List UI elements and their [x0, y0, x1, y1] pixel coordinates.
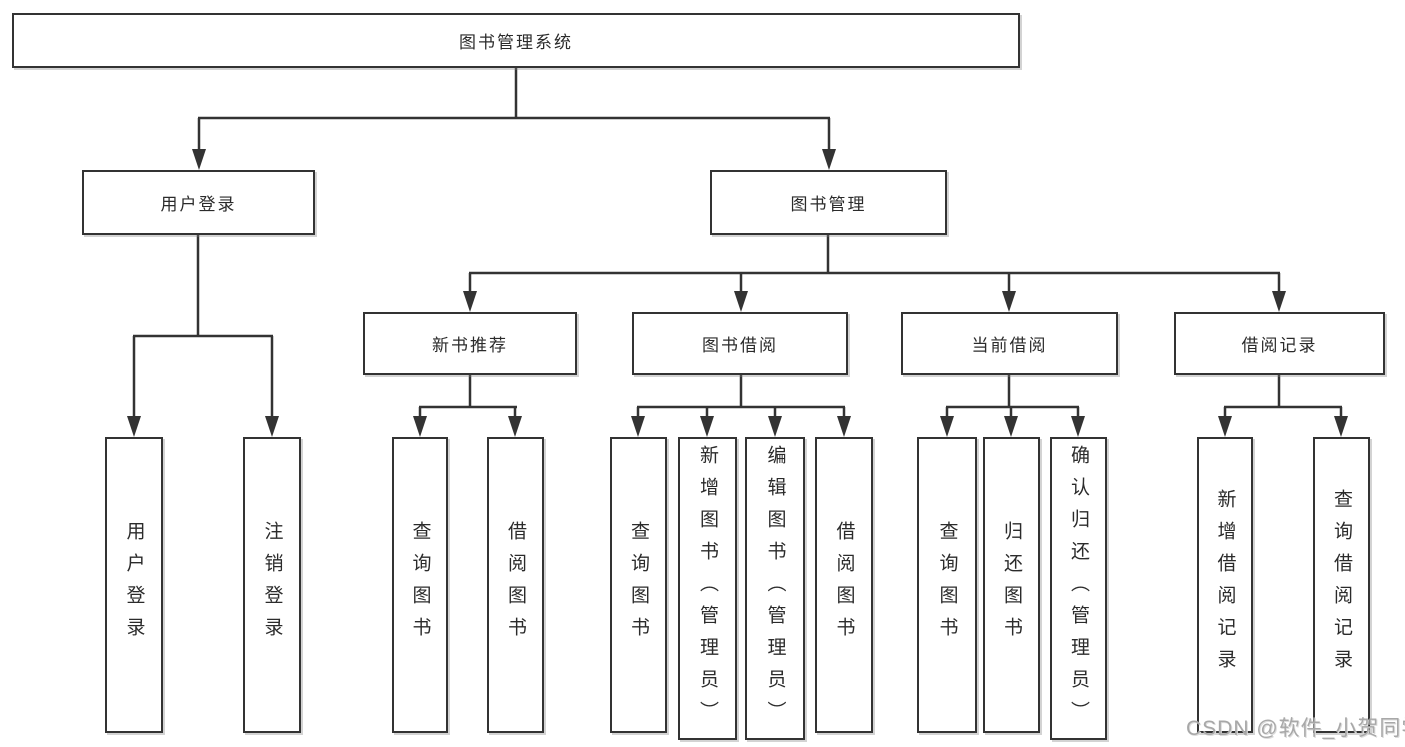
arrowhead-down-icon	[1071, 416, 1085, 437]
connector-borrow-records	[1218, 375, 1348, 437]
node-label: 借阅图书	[833, 521, 855, 649]
node-label: 新书推荐	[432, 336, 508, 355]
node-label: 用户登录	[123, 521, 145, 649]
node-label: 注销登录	[261, 521, 283, 649]
node-label: 查询图书	[409, 521, 431, 649]
node-label: 查询借阅记录	[1331, 489, 1352, 681]
node-borrow-records: 借阅记录	[1174, 312, 1385, 375]
arrowhead-down-icon	[700, 416, 714, 437]
arrowhead-down-icon	[1334, 416, 1348, 437]
arrowhead-down-icon	[192, 149, 206, 170]
arrowhead-down-icon	[127, 416, 141, 437]
connector-new-book-recommend	[413, 375, 522, 437]
connector-current-borrow	[940, 375, 1085, 437]
arrowhead-down-icon	[940, 416, 954, 437]
node-label: 查询图书	[628, 521, 649, 649]
csdn-watermark: CSDN @软件_小贺同学	[1186, 717, 1405, 740]
arrowhead-down-icon	[1002, 291, 1016, 312]
node-book-management: 图书管理	[710, 170, 947, 235]
connector-root	[192, 68, 836, 170]
leaf-user-login: 用户登录	[105, 437, 163, 733]
arrowhead-down-icon	[631, 416, 645, 437]
node-label: 新增借阅记录	[1214, 489, 1236, 681]
arrowhead-down-icon	[1004, 416, 1018, 437]
leaf-confirm-return-admin: 确认归还（管理员）	[1050, 437, 1107, 740]
node-new-book-recommend: 新书推荐	[363, 312, 577, 375]
node-user-login: 用户登录	[82, 170, 315, 235]
arrowhead-down-icon	[1218, 416, 1232, 437]
node-current-borrow: 当前借阅	[901, 312, 1118, 375]
node-label: 新增图书（管理员）	[697, 444, 718, 733]
node-label: 借阅图书	[505, 521, 526, 649]
arrowhead-down-icon	[822, 149, 836, 170]
arrowhead-down-icon	[508, 416, 522, 437]
leaf-query-books-current: 查询图书	[917, 437, 977, 733]
node-label: 借阅记录	[1241, 336, 1318, 355]
arrowhead-down-icon	[1272, 291, 1286, 312]
arrowhead-down-icon	[413, 416, 427, 437]
node-label: 当前借阅	[971, 336, 1048, 355]
arrowhead-down-icon	[463, 291, 477, 312]
leaf-query-books-recommend: 查询图书	[392, 437, 448, 733]
leaf-add-book-admin: 新增图书（管理员）	[678, 437, 737, 740]
node-label: 图书管理系统	[459, 33, 573, 52]
leaf-query-borrow-record: 查询借阅记录	[1313, 437, 1370, 733]
node-label: 图书借阅	[702, 336, 778, 355]
arrowhead-down-icon	[768, 416, 782, 437]
connector-user-login	[127, 235, 279, 437]
arrowhead-down-icon	[734, 291, 748, 312]
arrowhead-down-icon	[837, 416, 851, 437]
leaf-query-books-borrow: 查询图书	[610, 437, 667, 733]
node-root: 图书管理系统	[12, 13, 1020, 68]
leaf-borrow-books-recommend: 借阅图书	[487, 437, 544, 733]
node-label: 编辑图书（管理员）	[764, 444, 786, 733]
leaf-return-books: 归还图书	[983, 437, 1040, 733]
leaf-edit-book-admin: 编辑图书（管理员）	[745, 437, 805, 740]
connector-book-management	[463, 235, 1286, 312]
leaf-borrow-books-borrow: 借阅图书	[815, 437, 873, 733]
node-label: 归还图书	[1001, 521, 1022, 649]
arrowhead-down-icon	[265, 416, 279, 437]
node-label: 用户登录	[160, 195, 237, 214]
connector-book-borrow	[631, 375, 851, 437]
node-label: 图书管理	[790, 195, 867, 214]
node-label: 确认归还（管理员）	[1068, 444, 1089, 733]
leaf-logout: 注销登录	[243, 437, 301, 733]
node-book-borrow: 图书借阅	[632, 312, 848, 375]
leaf-add-borrow-record: 新增借阅记录	[1197, 437, 1253, 733]
node-label: 查询图书	[936, 521, 958, 649]
